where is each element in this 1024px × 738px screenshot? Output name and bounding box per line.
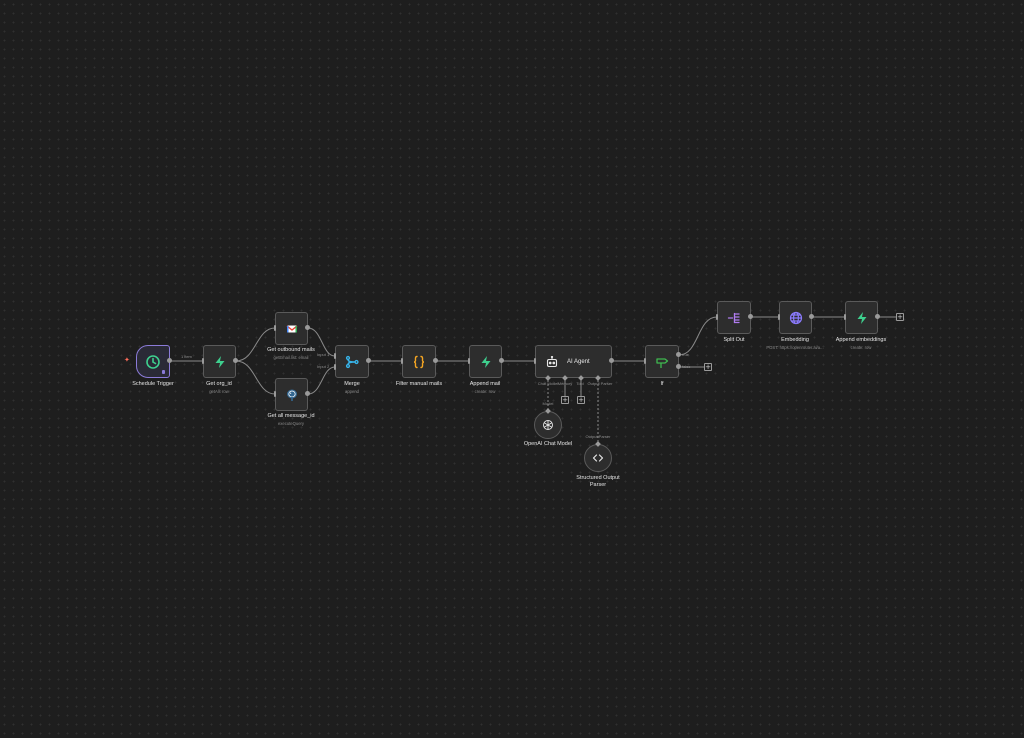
if-false-handle[interactable]: [676, 364, 681, 369]
embedding-input-handle[interactable]: [778, 314, 780, 320]
merge-input2-handle[interactable]: [334, 364, 336, 370]
node-ai-agent[interactable]: AI Agent: [535, 345, 612, 378]
append-mail-label: Append mail: [469, 381, 501, 387]
node-get-outbound-mails[interactable]: [275, 312, 308, 345]
trigger-badge: [162, 370, 165, 374]
message-id-label: Get all message_id: [267, 413, 315, 419]
merge-input1-handle[interactable]: [334, 353, 336, 359]
node-if[interactable]: [645, 345, 679, 378]
add-node-end-button[interactable]: +: [896, 313, 904, 321]
message-id-input-handle[interactable]: [274, 391, 276, 397]
if-label: If: [660, 381, 664, 387]
split-icon: [727, 311, 741, 325]
append-emb-input-handle[interactable]: [844, 314, 846, 320]
edge-label-input2: Input 2: [317, 364, 330, 369]
append-mail-input-handle[interactable]: [468, 358, 470, 364]
edge-label-items: 1 item: [181, 354, 192, 359]
edge-if-split: [678, 316, 718, 356]
embedding-output-handle[interactable]: [809, 314, 814, 319]
node-embedding[interactable]: [779, 301, 812, 334]
split-input-handle[interactable]: [716, 314, 718, 320]
get-org-sublabel: getAll: row: [209, 389, 229, 394]
filter-output-handle[interactable]: [433, 358, 438, 363]
code-braces-icon: [412, 355, 426, 369]
get-org-output-handle[interactable]: [233, 358, 238, 363]
get-org-input-handle[interactable]: [202, 358, 204, 364]
append-emb-sublabel: create: row: [850, 345, 872, 350]
openai-icon: [542, 419, 554, 431]
filter-input-handle[interactable]: [401, 358, 403, 364]
ai-agent-label: AI Agent: [567, 358, 590, 365]
node-merge[interactable]: [335, 345, 369, 378]
supabase-icon: [213, 355, 227, 369]
append-mail-sublabel: create: row: [474, 389, 496, 394]
merge-output-handle[interactable]: [366, 358, 371, 363]
port-label-chat-model: Chat Model: [537, 381, 559, 386]
get-org-label: Get org_id: [206, 381, 232, 387]
node-append-mail[interactable]: [469, 345, 502, 378]
outbound-input-handle[interactable]: [274, 325, 276, 331]
edge-label-output-parser-in: Output Parser: [585, 434, 611, 439]
outbound-output-handle[interactable]: [305, 325, 310, 330]
supabase-icon: [479, 355, 493, 369]
edge-label-false: false: [682, 364, 691, 369]
port-label-output-parser: Output Parser: [587, 381, 613, 386]
add-node-false-button[interactable]: +: [704, 363, 712, 371]
edge-label-true: true: [682, 352, 689, 357]
append-emb-output-handle[interactable]: [875, 314, 880, 319]
embedding-sublabel: POST: https://openrouter.ai/a...: [766, 345, 824, 350]
append-mail-output-handle[interactable]: [499, 358, 504, 363]
node-append-embeddings[interactable]: [845, 301, 878, 334]
message-id-output-handle[interactable]: [305, 391, 310, 396]
merge-label: Merge: [344, 381, 360, 387]
schedule-trigger-label: Schedule Trigger: [132, 381, 174, 387]
parser-label: Structured Output Parser: [576, 475, 620, 488]
clock-icon: [145, 354, 161, 370]
message-id-sublabel: executeQuery: [277, 421, 305, 426]
trigger-marker-icon: ✦: [124, 357, 130, 364]
gmail-icon: [286, 323, 298, 335]
add-memory-button[interactable]: +: [561, 396, 569, 404]
outbound-label: Get outbound mails: [267, 347, 315, 353]
signpost-icon: [655, 355, 669, 369]
if-true-handle[interactable]: [676, 352, 681, 357]
agent-output-handle[interactable]: [609, 358, 614, 363]
embedding-label: Embedding: [781, 337, 809, 343]
postgres-icon: [285, 388, 299, 402]
filter-label: Filter manual mails: [395, 381, 443, 387]
edge-outbound-merge: [307, 327, 336, 357]
add-tool-button[interactable]: +: [577, 396, 585, 404]
port-label-tool: Tool: [576, 381, 584, 386]
split-output-handle[interactable]: [748, 314, 753, 319]
append-emb-label: Append embeddings: [835, 337, 887, 343]
node-split-out[interactable]: [717, 301, 751, 334]
merge-icon: [345, 355, 359, 369]
split-label: Split Out: [723, 337, 745, 343]
edge-getorg-outbound: [235, 327, 276, 362]
schedule-output-handle[interactable]: [167, 358, 172, 363]
node-openai-chat-model[interactable]: [534, 411, 562, 439]
globe-icon: [789, 311, 803, 325]
agent-input-handle[interactable]: [534, 358, 536, 364]
edge-getorg-messageid: [235, 360, 276, 395]
robot-icon: [546, 355, 558, 368]
node-schedule-trigger[interactable]: [136, 345, 170, 378]
openai-label: OpenAI Chat Model: [523, 441, 573, 447]
node-get-org-id[interactable]: [203, 345, 236, 378]
edge-label-input1: Input 1: [317, 352, 330, 357]
edge-label-model: Model: [542, 401, 554, 406]
if-input-handle[interactable]: [644, 358, 646, 364]
node-filter-manual-mails[interactable]: [402, 345, 436, 378]
merge-sublabel: append: [345, 389, 359, 394]
edge-messageid-merge: [307, 366, 336, 395]
node-get-all-message-id[interactable]: [275, 378, 308, 411]
port-label-memory: Memory: [557, 381, 573, 386]
supabase-icon: [855, 311, 869, 325]
outbound-sublabel: getEmail.list: email: [273, 355, 309, 360]
node-structured-output-parser[interactable]: [584, 444, 612, 472]
code-brackets-icon: [592, 452, 604, 464]
